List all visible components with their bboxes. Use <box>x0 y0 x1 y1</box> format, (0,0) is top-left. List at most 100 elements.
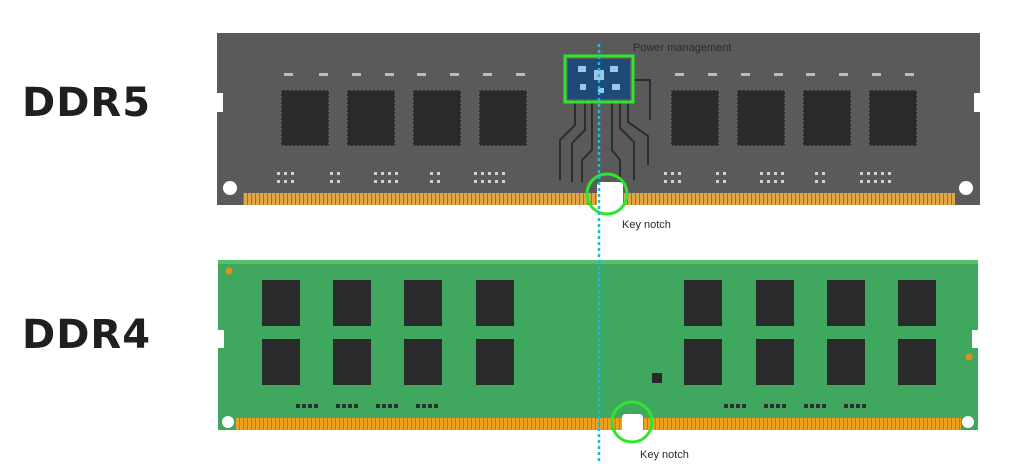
ddr5-dash <box>352 73 361 76</box>
ddr5-dash <box>774 73 783 76</box>
ddr5-key-notch-label: Key notch <box>622 219 671 231</box>
ddr4-component <box>844 404 848 408</box>
ddr5-component <box>767 180 770 183</box>
ddr5-component <box>760 172 763 175</box>
ddr5-dram-chip <box>802 89 852 147</box>
ddr5-dash <box>516 73 525 76</box>
ddr4-dram-chip <box>476 339 514 385</box>
ddr5-component <box>488 180 491 183</box>
ddr5-component <box>815 180 818 183</box>
ddr5-component <box>381 172 384 175</box>
ddr4-component <box>336 404 340 408</box>
ddr4-component <box>296 404 300 408</box>
ddr4-component <box>816 404 820 408</box>
ddr5-component <box>374 180 377 183</box>
ddr4-component <box>862 404 866 408</box>
ddr4-component <box>770 404 774 408</box>
ddr5-component <box>760 180 763 183</box>
ddr5-component <box>716 180 719 183</box>
ddr4-dram-chip <box>756 339 794 385</box>
ddr5-dash <box>284 73 293 76</box>
ddr5-component <box>822 172 825 175</box>
ddr4-dram-chip <box>756 280 794 326</box>
ddr5-component <box>488 172 491 175</box>
ddr4-dram-chip <box>827 339 865 385</box>
ddr5-component <box>502 180 505 183</box>
ddr4-dram-chip <box>684 339 722 385</box>
ddr4-component <box>804 404 808 408</box>
ddr5-component <box>671 180 674 183</box>
ddr5-component <box>277 172 280 175</box>
ddr4-component <box>308 404 312 408</box>
ddr4-key-notch-highlight <box>610 400 654 444</box>
ddr5-component <box>381 180 384 183</box>
ddr5-component <box>474 180 477 183</box>
ddr4-dram-chip <box>898 339 936 385</box>
ddr4-mount-hole-right <box>962 416 974 428</box>
ddr4-corner-dot-left <box>225 267 233 275</box>
ddr5-dram-chip <box>346 89 396 147</box>
ddr5-component <box>481 172 484 175</box>
ddr5-dram-chip <box>280 89 330 147</box>
ddr5-component <box>781 180 784 183</box>
ddr5-component <box>822 180 825 183</box>
ddr4-dram-chip <box>898 280 936 326</box>
ddr5-component <box>716 172 719 175</box>
ddr5-component <box>888 180 891 183</box>
ddr4-module: Key notch <box>218 260 978 461</box>
ddr5-component <box>291 180 294 183</box>
ddr4-component <box>856 404 860 408</box>
ddr5-component <box>678 180 681 183</box>
ddr5-component <box>664 180 667 183</box>
ddr5-component <box>481 180 484 183</box>
ddr5-component <box>881 172 884 175</box>
ddr4-component <box>810 404 814 408</box>
ddr4-component <box>782 404 786 408</box>
ddr5-component <box>495 180 498 183</box>
ddr4-dram-chip <box>404 339 442 385</box>
ddr5-component <box>502 172 505 175</box>
ddr5-contacts-right <box>623 193 955 205</box>
ddr4-component <box>434 404 438 408</box>
ddr5-component <box>284 172 287 175</box>
ddr4-components <box>296 404 866 408</box>
ddr5-module: Power management Key notch <box>217 33 980 231</box>
ddr5-mount-hole-left <box>223 181 237 195</box>
ddr5-component <box>395 172 398 175</box>
ddr4-corner-dot-right <box>965 353 973 361</box>
ddr4-dram-chips <box>262 280 936 385</box>
ddr4-component <box>388 404 392 408</box>
ddr4-dram-chip <box>262 280 300 326</box>
ddr4-component <box>724 404 728 408</box>
ddr5-component <box>495 172 498 175</box>
ddr4-component <box>416 404 420 408</box>
ddr5-component <box>888 172 891 175</box>
ddr5-component <box>874 180 877 183</box>
ddr5-component <box>284 180 287 183</box>
ddr5-pcb <box>217 33 980 205</box>
ddr5-dash <box>806 73 815 76</box>
ddr5-dram-chip <box>736 89 786 147</box>
ddr4-component <box>428 404 432 408</box>
ddr5-component <box>723 172 726 175</box>
ddr5-mount-hole-right <box>959 181 973 195</box>
ddr4-spd-chip <box>652 373 662 383</box>
ddr5-component <box>374 172 377 175</box>
ddr4-component <box>394 404 398 408</box>
ddr5-component <box>291 172 294 175</box>
ddr5-dash <box>741 73 750 76</box>
ddr4-component <box>850 404 854 408</box>
ddr4-component <box>314 404 318 408</box>
ddr5-component <box>723 180 726 183</box>
ddr5-dram-chips <box>280 89 918 147</box>
ddr5-component <box>860 180 863 183</box>
power-management-label: Power management <box>633 42 731 54</box>
ddr4-contacts-left <box>236 418 622 430</box>
ddr5-component <box>388 180 391 183</box>
ddr5-dash <box>385 73 394 76</box>
ddr5-component <box>781 172 784 175</box>
ddr4-component <box>376 404 380 408</box>
ddr5-component <box>430 172 433 175</box>
ddr4-component <box>348 404 352 408</box>
